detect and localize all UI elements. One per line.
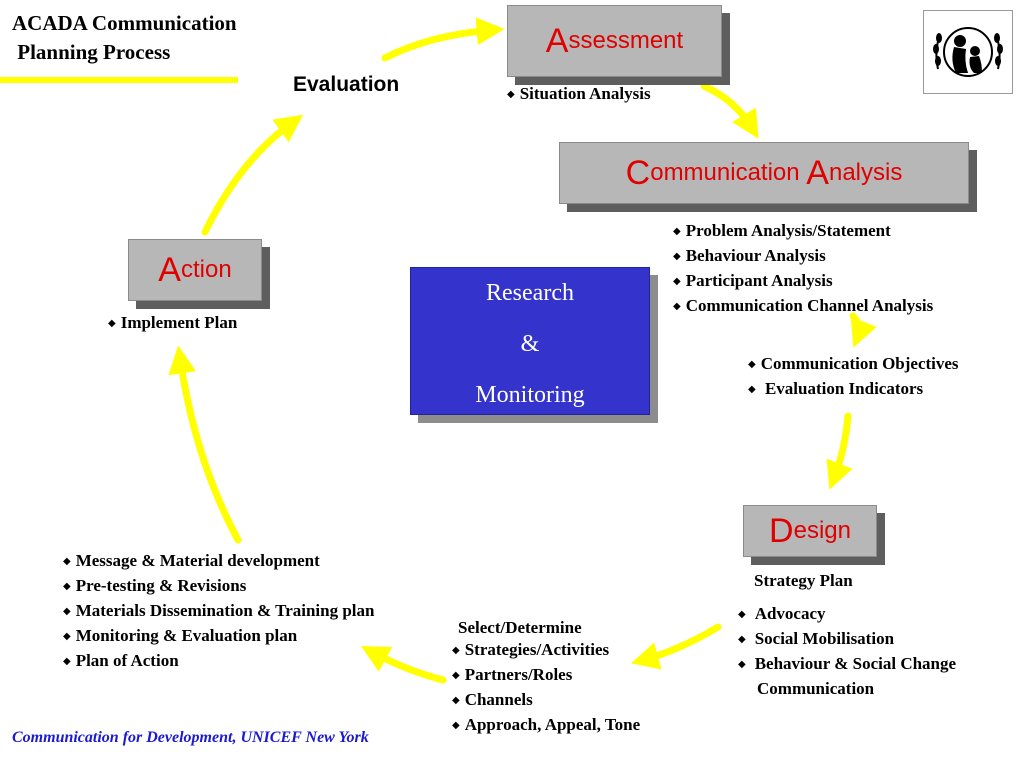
list-item: ◆Social Mobilisation (738, 627, 956, 652)
list-item: Communication (757, 679, 875, 698)
diamond-bullet-icon: ◆ (673, 301, 681, 312)
diamond-bullet-icon: ◆ (63, 656, 71, 667)
list-item: ◆Partners/Roles (452, 663, 640, 688)
strategy-list: ◆Advocacy ◆Social Mobilisation ◆Behaviou… (738, 602, 956, 701)
development-list: ◆Message & Material development ◆Pre-tes… (63, 549, 374, 674)
diamond-bullet-icon: ◆ (738, 659, 746, 670)
design-rest: esign (793, 517, 851, 544)
list-item: ◆Participant Analysis (673, 269, 933, 294)
list-item: ◆Communication Objectives (748, 352, 959, 377)
list-item: ◆Pre-testing & Revisions (63, 574, 374, 599)
analysis-list: ◆Problem Analysis/Statement ◆Behaviour A… (673, 219, 933, 319)
action-rest: ction (180, 256, 232, 283)
cycle-arrows (168, 17, 877, 684)
diamond-bullet-icon: ◆ (452, 670, 460, 681)
action-to-evaluation-arrow (201, 114, 304, 236)
ampersand-line: & (520, 331, 540, 357)
diamond-bullet-icon: ◆ (748, 359, 756, 370)
diamond-bullet-icon: ◆ (738, 609, 746, 620)
diamond-bullet-icon: ◆ (507, 89, 515, 100)
monitoring-line: Monitoring (475, 382, 585, 408)
list-item: ◆Implement Plan (108, 311, 237, 336)
list-item: ◆Monitoring & Evaluation plan (63, 624, 374, 649)
list-item: ◆Problem Analysis/Statement (673, 219, 933, 244)
strategy-plan-label: Strategy Plan (754, 571, 853, 590)
diamond-bullet-icon: ◆ (673, 251, 681, 262)
list-item: ◆ Evaluation Indicators (748, 377, 959, 402)
list-item: ◆Materials Dissemination & Training plan (63, 599, 374, 624)
select-list: ◆Strategies/Activities ◆Partners/Roles ◆… (452, 638, 640, 738)
objectives-to-design-arrow (826, 412, 853, 490)
diamond-bullet-icon: ◆ (452, 720, 460, 731)
assessment-to-analysis-arrow (700, 82, 759, 139)
list-item: ◆Plan of Action (63, 649, 374, 674)
research-line: Research (486, 280, 574, 306)
diamond-bullet-icon: ◆ (63, 606, 71, 617)
analysis-rest: nalysis (828, 159, 903, 186)
list-item: ◆Behaviour Analysis (673, 244, 933, 269)
diamond-bullet-icon: ◆ (452, 645, 460, 656)
diamond-bullet-icon: ◆ (673, 276, 681, 287)
list-item: ◆Channels (452, 688, 640, 713)
design-cap: D (769, 511, 794, 550)
list-item: ◆Communication Channel Analysis (673, 294, 933, 319)
list-item: ◆Situation Analysis (507, 82, 651, 107)
diamond-bullet-icon: ◆ (63, 581, 71, 592)
footer-credit: Communication for Development, UNICEF Ne… (12, 729, 369, 746)
assessment-rest: ssessment (568, 27, 684, 54)
assessment-cap: A (545, 21, 569, 60)
diamond-bullet-icon: ◆ (63, 556, 71, 567)
list-item: ◆Approach, Appeal, Tone (452, 713, 640, 738)
diamond-bullet-icon: ◆ (63, 631, 71, 642)
diamond-bullet-icon: ◆ (452, 695, 460, 706)
page-title: ACADA Communication Planning Process (12, 11, 237, 64)
analysis-cap: A (806, 153, 829, 192)
action-cap: A (158, 250, 181, 289)
action-list: ◆Implement Plan (108, 311, 237, 336)
select-determine-label: Select/Determine (458, 618, 582, 637)
list-item: ◆Advocacy (738, 602, 956, 627)
communication-rest: ommunication (650, 159, 807, 186)
unicef-logo-icon (923, 10, 1013, 94)
evaluation-to-assessment-arrow (381, 17, 505, 62)
diamond-bullet-icon: ◆ (673, 226, 681, 237)
objectives-list: ◆Communication Objectives ◆ Evaluation I… (748, 352, 959, 402)
design-to-select-arrow (630, 623, 722, 670)
diamond-bullet-icon: ◆ (738, 634, 746, 645)
research-monitoring-box: Research & Monitoring (410, 267, 650, 415)
list-item: ◆Behaviour & Social Change (738, 652, 956, 677)
list-item: ◆Strategies/Activities (452, 638, 640, 663)
diamond-bullet-icon: ◆ (748, 384, 756, 395)
evaluation-label: Evaluation (293, 73, 400, 96)
development-to-action-arrow (168, 345, 242, 544)
analysis-to-objectives-arrow (849, 312, 877, 348)
list-item: ◆Message & Material development (63, 549, 374, 574)
select-to-development-arrow (360, 645, 447, 684)
communication-cap: C (625, 153, 651, 192)
diamond-bullet-icon: ◆ (108, 318, 116, 329)
assessment-list: ◆Situation Analysis (507, 82, 651, 107)
